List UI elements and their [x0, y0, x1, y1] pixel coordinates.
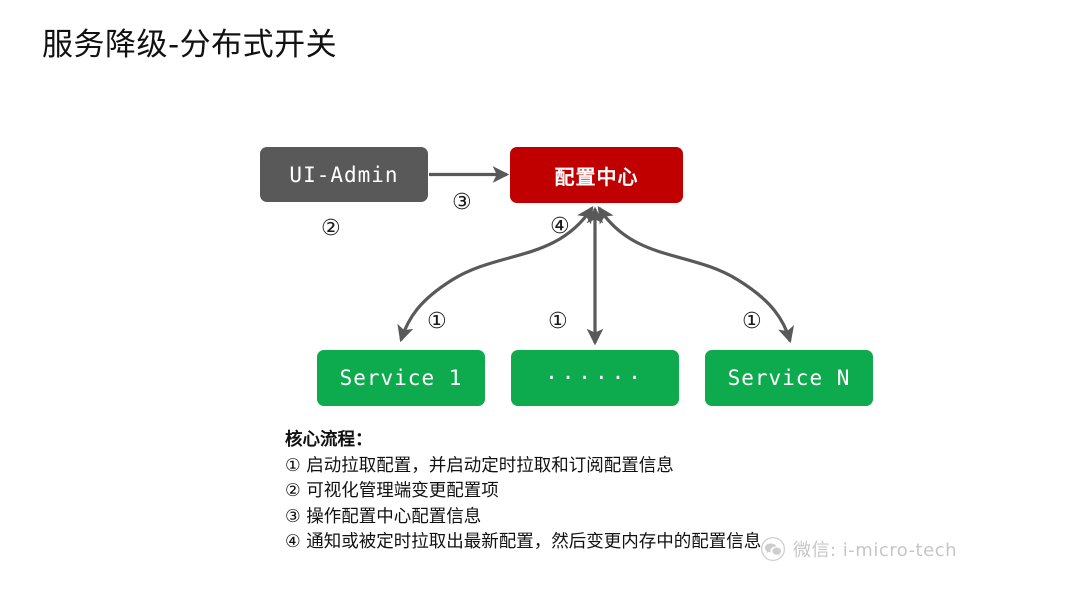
node-service-1[interactable]: Service 1 — [317, 350, 485, 406]
step-marker-1-service-n: ① — [742, 309, 762, 334]
step-marker-1-service-mid: ① — [548, 309, 568, 334]
watermark-text: 微信: i-micro-tech — [793, 540, 957, 561]
node-service-1-label: Service 1 — [339, 366, 463, 390]
flow-legend: 核心流程： ① 启动拉取配置，并启动定时拉取和订阅配置信息 ② 可视化管理端变更… — [285, 428, 761, 556]
node-service-n-label: Service N — [727, 366, 851, 390]
node-ui-admin[interactable]: UI-Admin — [260, 147, 428, 202]
watermark: 微信: i-micro-tech — [760, 536, 957, 562]
flow-legend-line-1: ① 启动拉取配置，并启动定时拉取和订阅配置信息 — [285, 455, 674, 476]
flow-legend-line-2: ② 可视化管理端变更配置项 — [285, 481, 499, 501]
wechat-icon — [760, 536, 786, 562]
node-service-n[interactable]: Service N — [705, 350, 873, 406]
node-service-ellipsis-label: ······ — [545, 366, 645, 390]
step-marker-2: ② — [321, 216, 341, 241]
node-service-ellipsis[interactable]: ······ — [511, 350, 679, 406]
flow-legend-heading: 核心流程： — [285, 430, 373, 450]
flow-legend-line-3: ③ 操作配置中心配置信息 — [285, 506, 482, 527]
node-config-center-label: 配置中心 — [554, 164, 639, 189]
step-marker-3: ③ — [452, 190, 472, 215]
node-ui-admin-label: UI-Admin — [289, 162, 399, 187]
step-marker-1-service-1: ① — [427, 309, 447, 334]
step-marker-4: ④ — [550, 214, 570, 239]
page-title: 服务降级-分布式开关 — [42, 27, 338, 63]
node-config-center[interactable]: 配置中心 — [510, 147, 683, 203]
flow-legend-line-4: ④ 通知或被定时拉取出最新配置，然后变更内存中的配置信息 — [285, 532, 762, 552]
